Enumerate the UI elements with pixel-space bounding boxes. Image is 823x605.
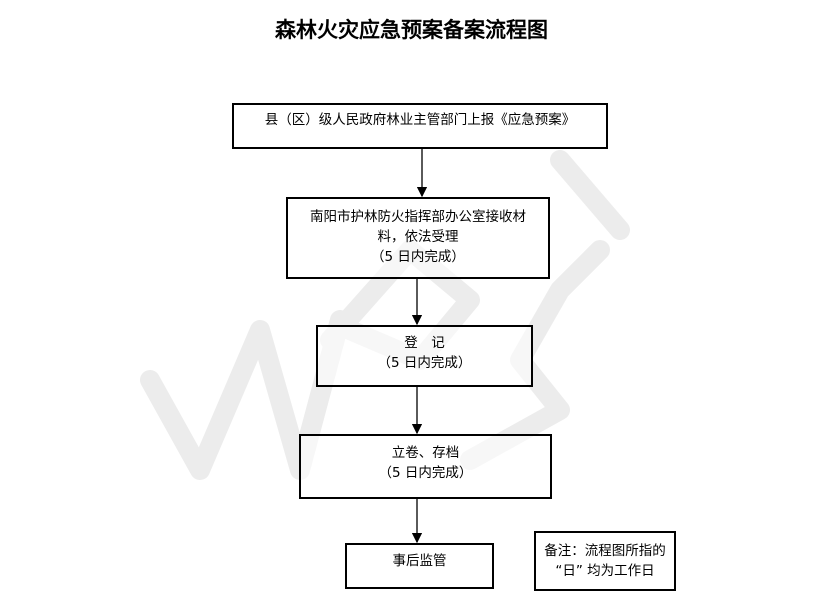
step-supervision: 事后监管 xyxy=(345,543,494,589)
step-duration: （5 日内完成） xyxy=(371,249,465,265)
step-file-archive: 立卷、存档 （5 日内完成） xyxy=(299,434,552,499)
step-duration: （5 日内完成） xyxy=(377,355,472,371)
step-text: 料，依法受理 xyxy=(377,229,459,245)
step-text: 立卷、存档 xyxy=(391,445,460,461)
step-receive-materials: 南阳市护林防火指挥部办公室接收材 料，依法受理 （5 日内完成） xyxy=(286,197,550,279)
step-duration: （5 日内完成） xyxy=(378,465,473,481)
step-report-plan: 县（区）级人民政府林业主管部门上报《应急预案》 xyxy=(232,103,608,149)
note-text: “日” 均为工作日 xyxy=(555,563,655,579)
note-box: 备注：流程图所指的 “日” 均为工作日 xyxy=(534,531,676,591)
step-text: 县（区）级人民政府林业主管部门上报《应急预案》 xyxy=(264,112,576,128)
step-text: 登 记 xyxy=(404,335,445,351)
step-text: 事后监管 xyxy=(392,553,447,569)
step-register: 登 记 （5 日内完成） xyxy=(316,325,533,387)
step-text: 南阳市护林防火指挥部办公室接收材 xyxy=(310,209,526,225)
note-text: 备注：流程图所指的 xyxy=(544,543,666,559)
page-title: 森林火灾应急预案备案流程图 xyxy=(275,17,548,42)
